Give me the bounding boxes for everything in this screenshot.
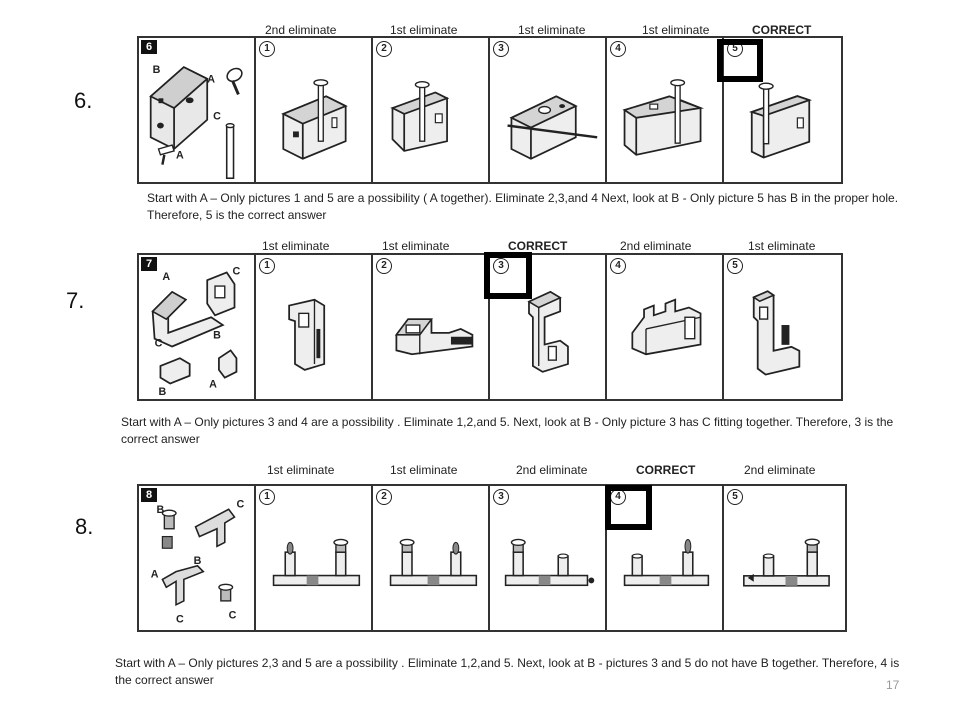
problem-6-option-5-illustration (748, 82, 813, 159)
problem-6-key-letter-b: B (153, 64, 161, 76)
problem-7-key-letter-a: A (162, 271, 170, 283)
problem-7-key-badge: 7 (141, 257, 157, 271)
problem-8-key-letter-b-2: B (194, 555, 202, 567)
problem-7-option-2-badge: 2 (376, 258, 392, 274)
problem-8-correct-marker (605, 485, 652, 530)
problem-7-option-4[interactable]: 4 (607, 255, 724, 399)
problem-7-option-1-badge: 1 (259, 258, 275, 274)
problem-7-correct-marker (484, 252, 532, 299)
problem-6-option-4-badge: 4 (610, 41, 626, 57)
problem-8-key-cell: 8 B C A B C C (139, 486, 257, 630)
problem-8-key-letter-c-3: C (229, 609, 237, 621)
problem-7-key-letter-a-2: A (209, 378, 217, 390)
problem-8-label-2: 1st eliminate (390, 463, 458, 477)
problem-8-key-letter-c-2: C (176, 613, 184, 625)
problem-8-key-letter-b: B (157, 504, 165, 516)
problem-8-key-parts-illustration: B C A B C C (151, 498, 245, 625)
problem-8-option-3-illustration (504, 538, 595, 587)
problem-6-option-3-badge: 3 (493, 41, 509, 57)
problem-8-description: Start with A – Only pictures 2,3 and 5 a… (115, 656, 900, 687)
problem-6-number: 6. (74, 88, 93, 113)
problem-7-option-2-illustration (394, 318, 474, 356)
problem-8-key-letter-c: C (236, 498, 244, 510)
problem-7-description: Start with A – Only pictures 3 and 4 are… (121, 415, 894, 446)
problem-6-option-4[interactable]: 4 (607, 38, 724, 182)
problem-7-key-parts-illustration: A C B C B A (151, 265, 241, 398)
problem-8-key-letter-a: A (151, 568, 159, 580)
problem-6-option-1-illustration (281, 79, 348, 160)
problem-6-option-2-illustration (390, 81, 450, 152)
problem-7-option-1-illustration (288, 298, 326, 371)
problem-7-option-3[interactable]: 3 (490, 255, 607, 399)
problem-6-option-2-badge: 2 (376, 41, 392, 57)
problem-6-correct-marker (717, 39, 763, 82)
problem-6-labels: 2nd eliminate 1st eliminate 1st eliminat… (0, 23, 960, 39)
problem-8-option-4-illustration (623, 538, 710, 587)
problem-6-description: Start with A – Only pictures 1 and 5 are… (147, 191, 899, 222)
problem-6-option-1-badge: 1 (259, 41, 275, 57)
problem-8-option-1-badge: 1 (259, 489, 276, 505)
problem-7-option-4-illustration (631, 298, 702, 356)
problem-6-option-5[interactable]: 5 (724, 38, 841, 182)
problem-6-option-2[interactable]: 2 (373, 38, 490, 182)
problem-6-label-1: 2nd eliminate (265, 23, 337, 37)
problem-7-option-1[interactable]: 1 (256, 255, 373, 399)
problem-6-key-letter-c: C (213, 111, 221, 123)
problem-6-label-4: 1st eliminate (642, 23, 710, 37)
problem-8-labels: 1st eliminate 1st eliminate 2nd eliminat… (0, 463, 960, 479)
problem-7-label-1: 1st eliminate (262, 239, 330, 253)
problem-6-label-2: 1st eliminate (390, 23, 458, 37)
problem-7-number: 7. (66, 288, 85, 313)
problem-7-option-5-badge: 5 (727, 258, 743, 274)
problem-6-option-1[interactable]: 1 (256, 38, 373, 182)
problem-8-option-2-illustration (389, 538, 478, 587)
problem-8-option-5[interactable]: 5 (724, 486, 845, 630)
problem-7-label-2: 1st eliminate (382, 239, 450, 253)
problem-7-option-2[interactable]: 2 (373, 255, 490, 399)
problem-6-label-5: CORRECT (752, 23, 812, 37)
problem-6-key-letter-a: A (207, 74, 215, 86)
problem-8-panel: 8 B C A B C C 1 2 (137, 484, 847, 632)
problem-7-option-5[interactable]: 5 (724, 255, 841, 399)
problem-7-option-3-badge: 3 (493, 258, 509, 274)
problem-8-option-5-illustration (743, 538, 830, 587)
problem-7-label-3: CORRECT (508, 239, 568, 253)
problem-6-key-parts-illustration: A B C A (149, 64, 243, 180)
problem-8-number: 8. (75, 514, 94, 539)
problem-7-option-3-illustration (527, 290, 569, 373)
problem-8-label-4: CORRECT (636, 463, 696, 477)
problem-8-label-1: 1st eliminate (267, 463, 335, 477)
problem-7-panel: 7 A C B C B A 1 2 (137, 253, 843, 401)
problem-6-key-cell: 6 A B C A (139, 38, 256, 182)
problem-7-option-4-badge: 4 (610, 258, 626, 274)
problem-6-option-3-illustration (507, 95, 598, 160)
problem-7-labels: 1st eliminate 1st eliminate CORRECT 2nd … (0, 239, 960, 255)
problem-7-option-5-illustration (752, 290, 801, 376)
problem-8-option-3[interactable]: 3 (490, 486, 608, 630)
problem-6-panel: 6 A B C A 1 (137, 36, 843, 184)
problem-6-option-4-illustration (622, 79, 705, 156)
problem-6-key-letter-a-2: A (176, 150, 184, 162)
problem-7-key-cell: 7 A C B C B A (139, 255, 256, 399)
problem-8-option-2[interactable]: 2 (373, 486, 491, 630)
problem-8-option-3-badge: 3 (493, 489, 510, 505)
problem-8-option-2-badge: 2 (376, 489, 393, 505)
page-number: 17 (886, 678, 900, 692)
problem-7-key-letter-b: B (213, 330, 221, 342)
problem-7-label-4: 2nd eliminate (620, 239, 692, 253)
problem-7-key-letter-c: C (233, 265, 241, 277)
problem-8-option-4[interactable]: 4 (607, 486, 725, 630)
problem-7-label-5: 1st eliminate (748, 239, 816, 253)
problem-8-key-badge: 8 (141, 488, 157, 502)
problem-8-option-5-badge: 5 (727, 489, 744, 505)
problem-8-option-1[interactable]: 1 (256, 486, 374, 630)
problem-6-option-3[interactable]: 3 (490, 38, 607, 182)
problem-8-label-5: 2nd eliminate (744, 463, 816, 477)
problem-7-key-letter-c-2: C (155, 337, 163, 349)
problem-7-key-letter-b-2: B (158, 386, 166, 398)
problem-8-option-1-illustration (272, 538, 361, 587)
problem-8-label-3: 2nd eliminate (516, 463, 588, 477)
problem-6-label-3: 1st eliminate (518, 23, 586, 37)
problem-6-key-badge: 6 (141, 40, 157, 54)
